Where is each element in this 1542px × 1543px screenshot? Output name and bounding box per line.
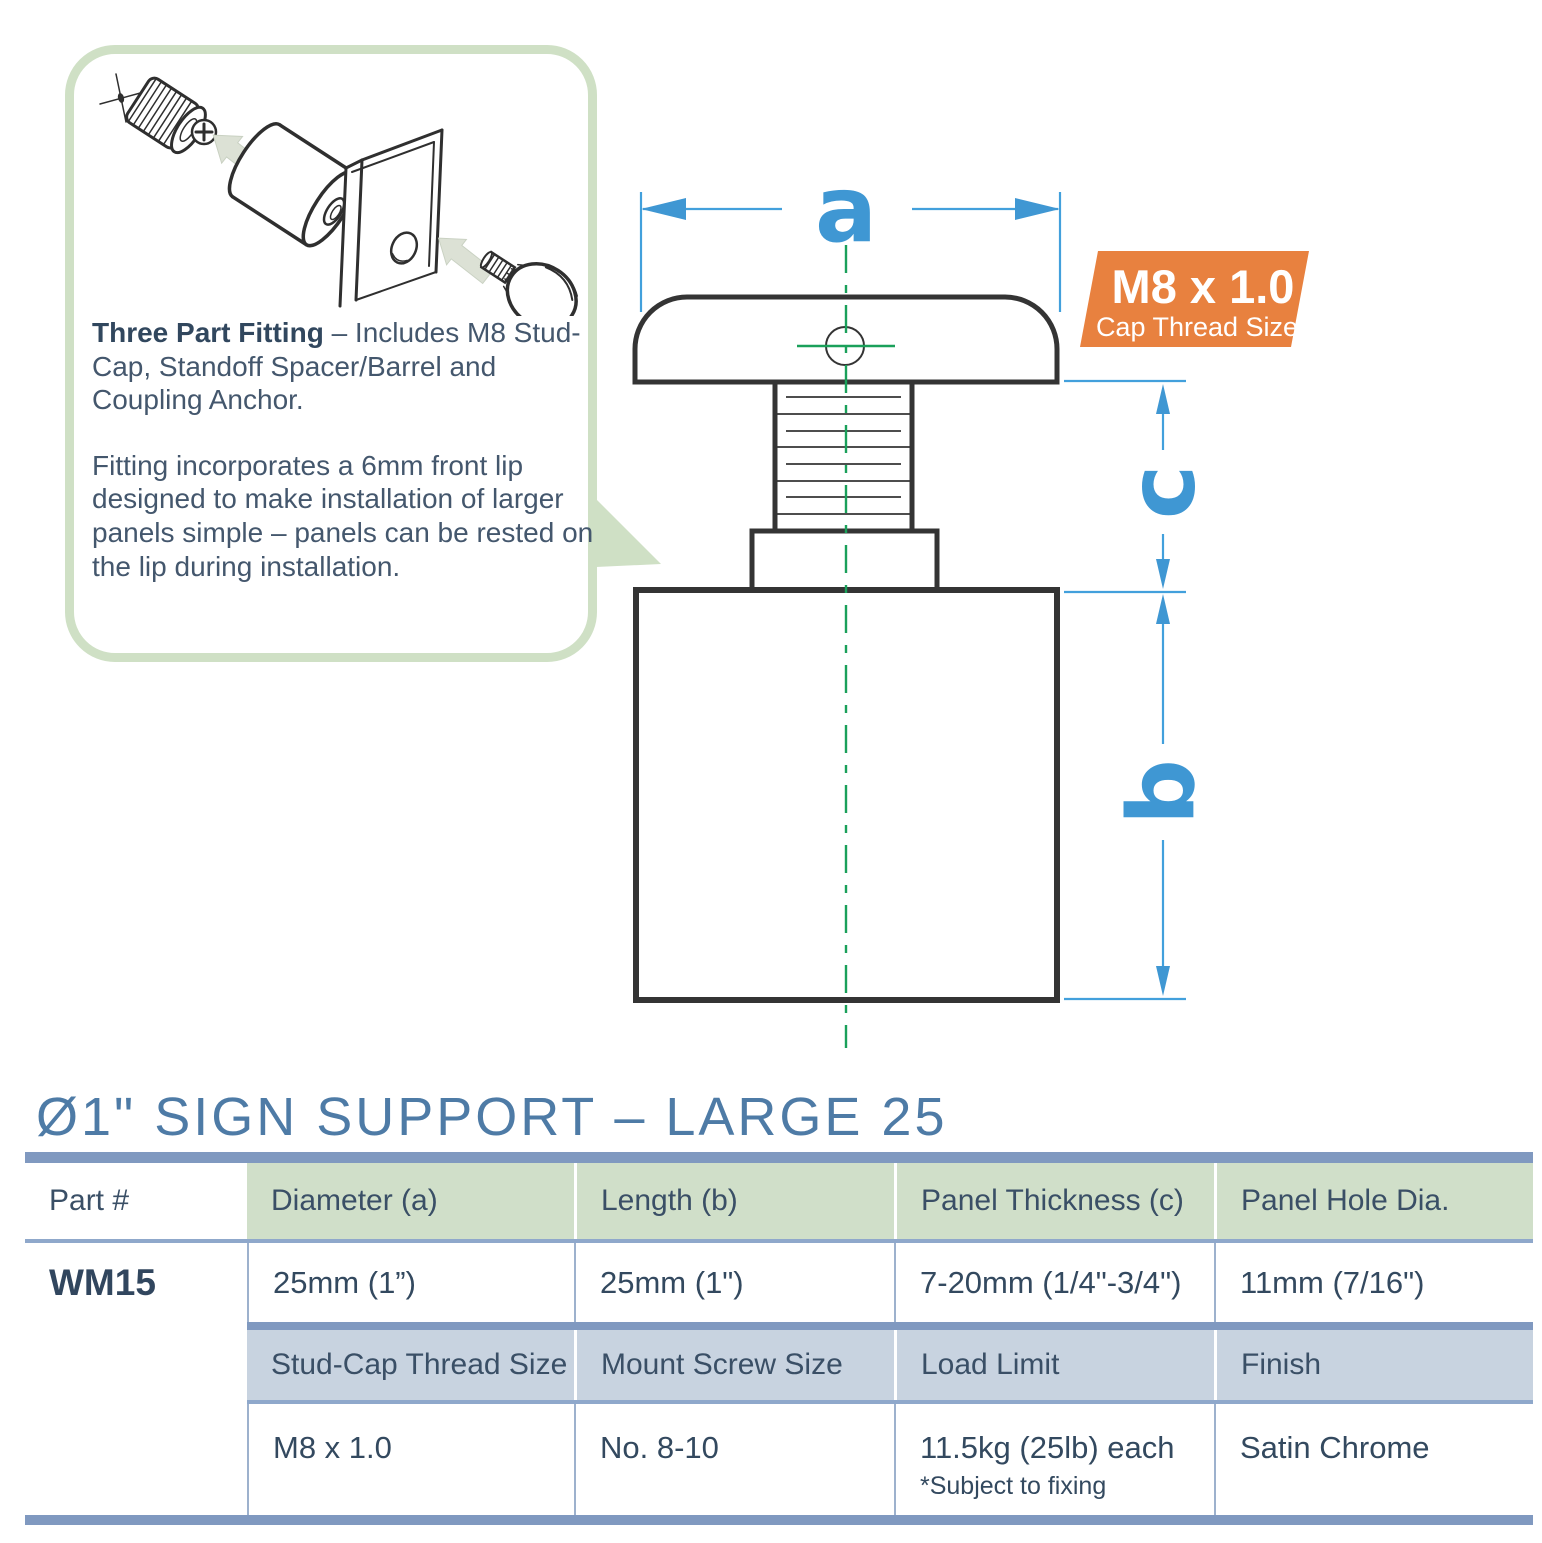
mount-screw-value: No. 8-10: [574, 1404, 894, 1515]
diameter-value: 25mm (1”): [247, 1243, 574, 1322]
table-bottom-rule: [25, 1515, 1533, 1525]
panel-hole-value: 11mm (7/16"): [1214, 1243, 1533, 1322]
stud-cap-thread-value: M8 x 1.0: [247, 1404, 574, 1515]
centerline: [797, 245, 895, 1048]
length-value: 25mm (1"): [574, 1243, 894, 1322]
table-data-row-2: M8 x 1.0 No. 8-10 11.5kg (25lb) each *Su…: [25, 1404, 1533, 1515]
table-header-row-2: Stud-Cap Thread Size Mount Screw Size Lo…: [25, 1330, 1533, 1400]
col-header-finish: Finish: [1214, 1330, 1533, 1400]
empty-cell: [25, 1404, 247, 1515]
coupling-anchor-drawing: [125, 76, 207, 155]
col-header-part: Part #: [49, 1184, 130, 1217]
shaft-threads: [777, 396, 910, 515]
stud-cap-drawing: [479, 250, 578, 316]
three-part-fitting-callout: Three Part Fitting – Includes M8 Stud-Ca…: [65, 45, 597, 662]
col-header-load-limit: Load Limit: [894, 1330, 1214, 1400]
load-limit-value: 11.5kg (25lb) each: [920, 1430, 1175, 1465]
callout-heading-rest: – Includes M8 Stud-Cap, Standoff Spacer/…: [92, 317, 581, 416]
exploded-view-illustration: [99, 73, 578, 316]
table-divider: [25, 1239, 1533, 1243]
table-data-row-1: WM15 25mm (1”) 25mm (1") 7-20mm (1/4"-3/…: [25, 1243, 1533, 1322]
load-limit-cell: 11.5kg (25lb) each *Subject to fixing: [894, 1404, 1214, 1515]
standoff-dimension-drawing: a c: [594, 156, 1309, 1048]
dimension-a: a: [639, 156, 1062, 312]
badge-thread-size: M8 x 1.0: [1112, 260, 1295, 313]
callout-text: Three Part Fitting – Includes M8 Stud-Ca…: [92, 316, 597, 615]
spec-table: Part # Diameter (a) Length (b) Panel Thi…: [25, 1152, 1533, 1525]
phillips-screw-icon: [190, 118, 218, 146]
empty-cell: [25, 1330, 247, 1400]
assembly-arrow-icon: [437, 237, 494, 285]
col-header-diameter: Diameter (a): [247, 1163, 574, 1239]
dim-c-label: c: [1109, 465, 1216, 520]
cap-outline: [632, 294, 1060, 385]
dimension-b: b: [1064, 594, 1216, 1001]
table-mid-rule: [247, 1322, 1533, 1330]
dim-b-label: b: [1109, 759, 1216, 825]
panel-thickness-value: 7-20mm (1/4"-3/4"): [894, 1243, 1214, 1322]
part-number: WM15: [49, 1261, 156, 1303]
dimension-c: c: [1064, 379, 1216, 594]
collar-outline: [749, 528, 940, 593]
callout-paragraph-2: Fitting incorporates a 6mm front lip des…: [92, 449, 594, 582]
col-header-panel-thickness: Panel Thickness (c): [894, 1163, 1214, 1239]
col-header-stud-cap-thread: Stud-Cap Thread Size: [247, 1330, 574, 1400]
badge-parallelogram: [1080, 251, 1309, 347]
table-top-rule: [25, 1152, 1533, 1163]
standoff-barrel-drawing: [227, 122, 359, 248]
callout-heading: Three Part Fitting: [92, 317, 324, 348]
callout-paragraph-1: Three Part Fitting – Includes M8 Stud-Ca…: [92, 316, 597, 417]
callout-pointer-triangle: [594, 497, 661, 567]
col-header-mount-screw: Mount Screw Size: [574, 1330, 894, 1400]
disc-drawing: [389, 231, 419, 265]
cap-thread-badge: M8 x 1.0 Cap Thread Size: [1080, 251, 1309, 347]
table-header-row-1: Part # Diameter (a) Length (b) Panel Thi…: [25, 1163, 1533, 1239]
finish-value: Satin Chrome: [1214, 1404, 1533, 1515]
crosshair-icon: [99, 73, 145, 123]
badge-caption: Cap Thread Size: [1096, 312, 1298, 342]
col-header-length: Length (b): [574, 1163, 894, 1239]
panel-drawing: [338, 128, 444, 308]
table-divider: [247, 1400, 1533, 1404]
shaft-outline: [772, 379, 915, 534]
page-title: Ø1" SIGN SUPPORT – LARGE 25: [36, 1087, 948, 1147]
load-limit-note: *Subject to fixing: [920, 1472, 1107, 1500]
col-header-panel-hole: Panel Hole Dia.: [1214, 1163, 1533, 1239]
